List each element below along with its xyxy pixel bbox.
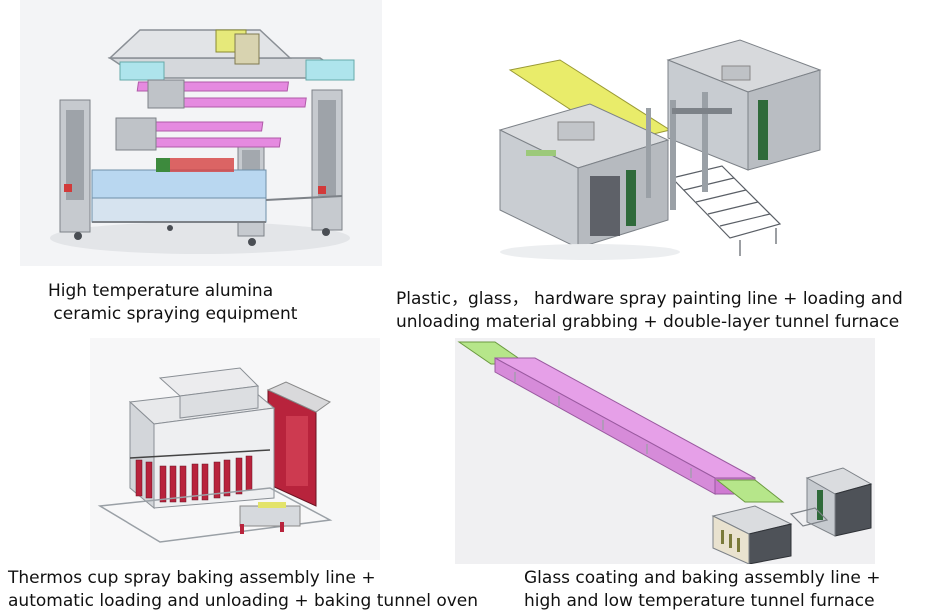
caption-line: high and low temperature tunnel furnace: [524, 591, 875, 611]
caption-line: Thermos cup spray baking assembly line +: [8, 568, 376, 588]
glass-coating-drawing: [455, 338, 875, 564]
alumina-equipment-drawing: [20, 0, 382, 266]
render-spray-painting-line: [440, 0, 880, 270]
caption-alumina: High temperature alumina ceramic sprayin…: [48, 280, 297, 326]
caption-line: High temperature alumina: [48, 281, 274, 301]
caption-line: automatic loading and unloading + baking…: [8, 591, 479, 611]
caption-line: unloading material grabbing + double-lay…: [396, 312, 900, 332]
caption-thermos-line: Thermos cup spray baking assembly line +…: [8, 567, 478, 613]
render-alumina-spraying-equipment: [20, 0, 382, 266]
caption-glass-coating: Glass coating and baking assembly line +…: [524, 567, 881, 613]
spray-line-drawing: [440, 0, 880, 270]
render-glass-coating-line: [455, 338, 875, 564]
thermos-line-drawing: [90, 338, 380, 560]
caption-spray-line: Plastic，glass， hardware spray painting l…: [396, 288, 903, 334]
caption-line: ceramic spraying equipment: [48, 304, 298, 324]
caption-line: Plastic，glass， hardware spray painting l…: [396, 289, 903, 309]
render-thermos-cup-line: [90, 338, 380, 560]
caption-line: Glass coating and baking assembly line +: [524, 568, 881, 588]
